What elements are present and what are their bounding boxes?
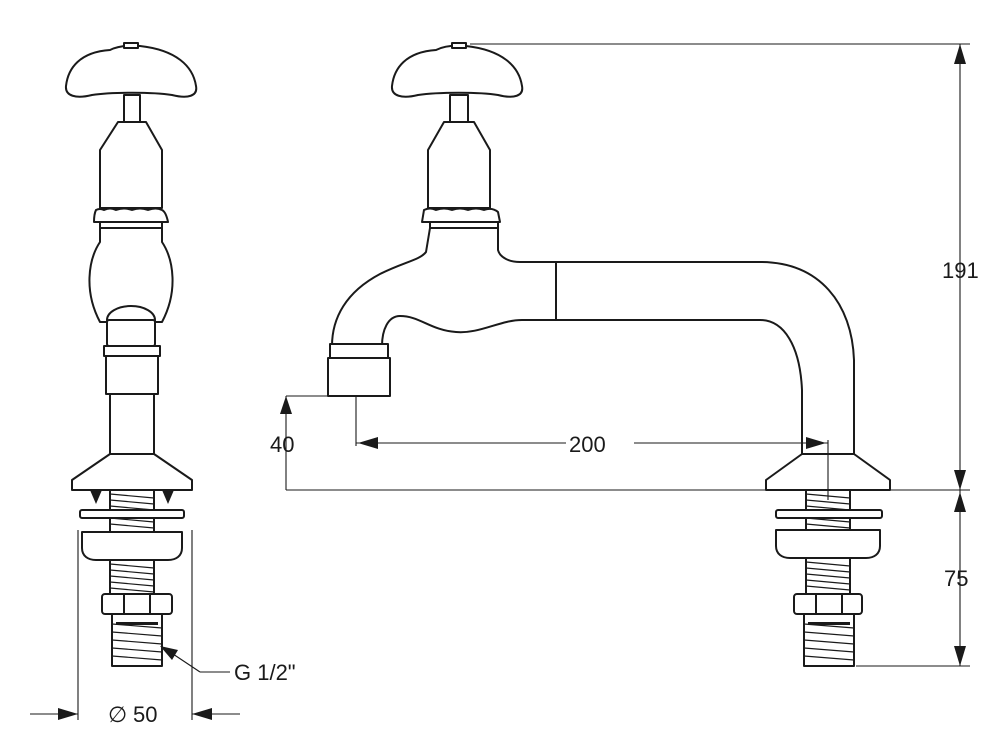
dim-spout-reach: 200 [569, 432, 606, 457]
dim-total-height: 191 [942, 258, 979, 283]
column [109, 393, 155, 455]
dimension-lines [30, 43, 970, 720]
washer [79, 509, 185, 519]
spout-neck [331, 227, 557, 347]
handle-stem-side [449, 94, 469, 124]
side-view [327, 42, 891, 667]
knurled-ring-side [421, 207, 501, 223]
washer-side [775, 509, 883, 519]
front-view [64, 42, 198, 667]
valve-body-side [427, 121, 491, 209]
dim-spout-height: 40 [270, 432, 294, 457]
spout-arm [555, 261, 855, 455]
dim-diameter-symbol: ∅ [108, 702, 127, 727]
base-cone [71, 453, 193, 491]
hex-nut [101, 593, 173, 615]
dim-shank-length: 75 [944, 566, 968, 591]
dim-base-diameter: 50 [133, 702, 157, 727]
valve-bulb [88, 227, 174, 323]
aerator-ring [329, 343, 389, 359]
aerator [327, 357, 391, 397]
back-nut [81, 531, 183, 561]
hex-nut-side [793, 593, 863, 615]
handle-cap [64, 44, 198, 98]
knurled-ring [93, 207, 169, 223]
handle-stem [123, 94, 141, 124]
back-nut-side [775, 529, 881, 559]
dimension-labels: 191 75 40 200 ∅ 50 G 1/2" [108, 258, 979, 727]
dim-thread-size: G 1/2" [234, 660, 296, 685]
handle-cap-side [390, 44, 524, 98]
valve-body [99, 121, 163, 209]
